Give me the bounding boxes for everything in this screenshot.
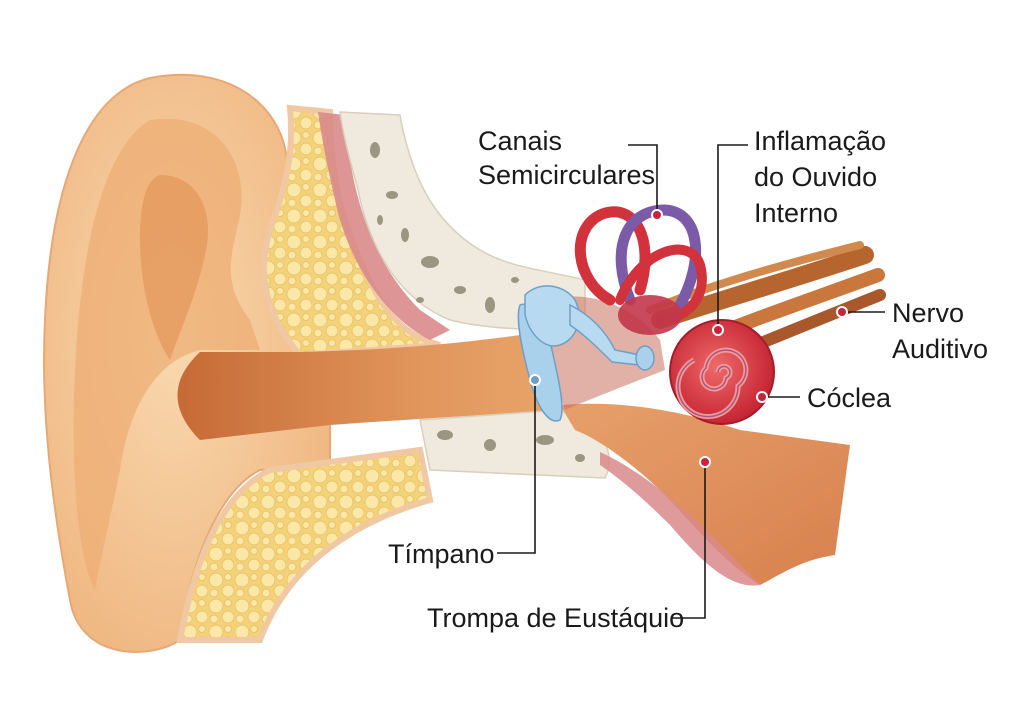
label-coclea: Cóclea	[807, 383, 892, 413]
leader-trompa	[672, 462, 706, 619]
leader-timpano	[497, 380, 536, 554]
eustachian-muscle	[600, 452, 760, 586]
label-inflamacao-ouvido-interno: Inflamação do Ouvido Interno	[754, 126, 894, 228]
labels: Canais Semicirculares Inflamação do Ouvi…	[388, 126, 988, 633]
label-canais-semicirculares: Canais Semicirculares	[478, 126, 655, 190]
ear-canal	[177, 335, 560, 440]
leader-canais	[628, 144, 658, 215]
bone-pores-upper	[370, 142, 519, 313]
cochlea	[669, 319, 775, 425]
label-nervo-auditivo: Nervo Auditivo	[892, 298, 988, 364]
bone-pores-lower	[437, 430, 585, 462]
fat-tissue-lower	[176, 446, 434, 643]
leader-inflamacao	[717, 144, 748, 330]
ossicles	[517, 285, 655, 422]
pinna	[43, 73, 331, 653]
leader-lines	[497, 144, 885, 619]
semicircular-canals	[574, 204, 707, 325]
muscle-upper	[318, 112, 450, 340]
label-timpano: Tímpano	[388, 539, 495, 569]
vestibule	[618, 295, 682, 335]
label-trompa-eustaquio: Trompa de Eustáquio	[427, 603, 684, 633]
